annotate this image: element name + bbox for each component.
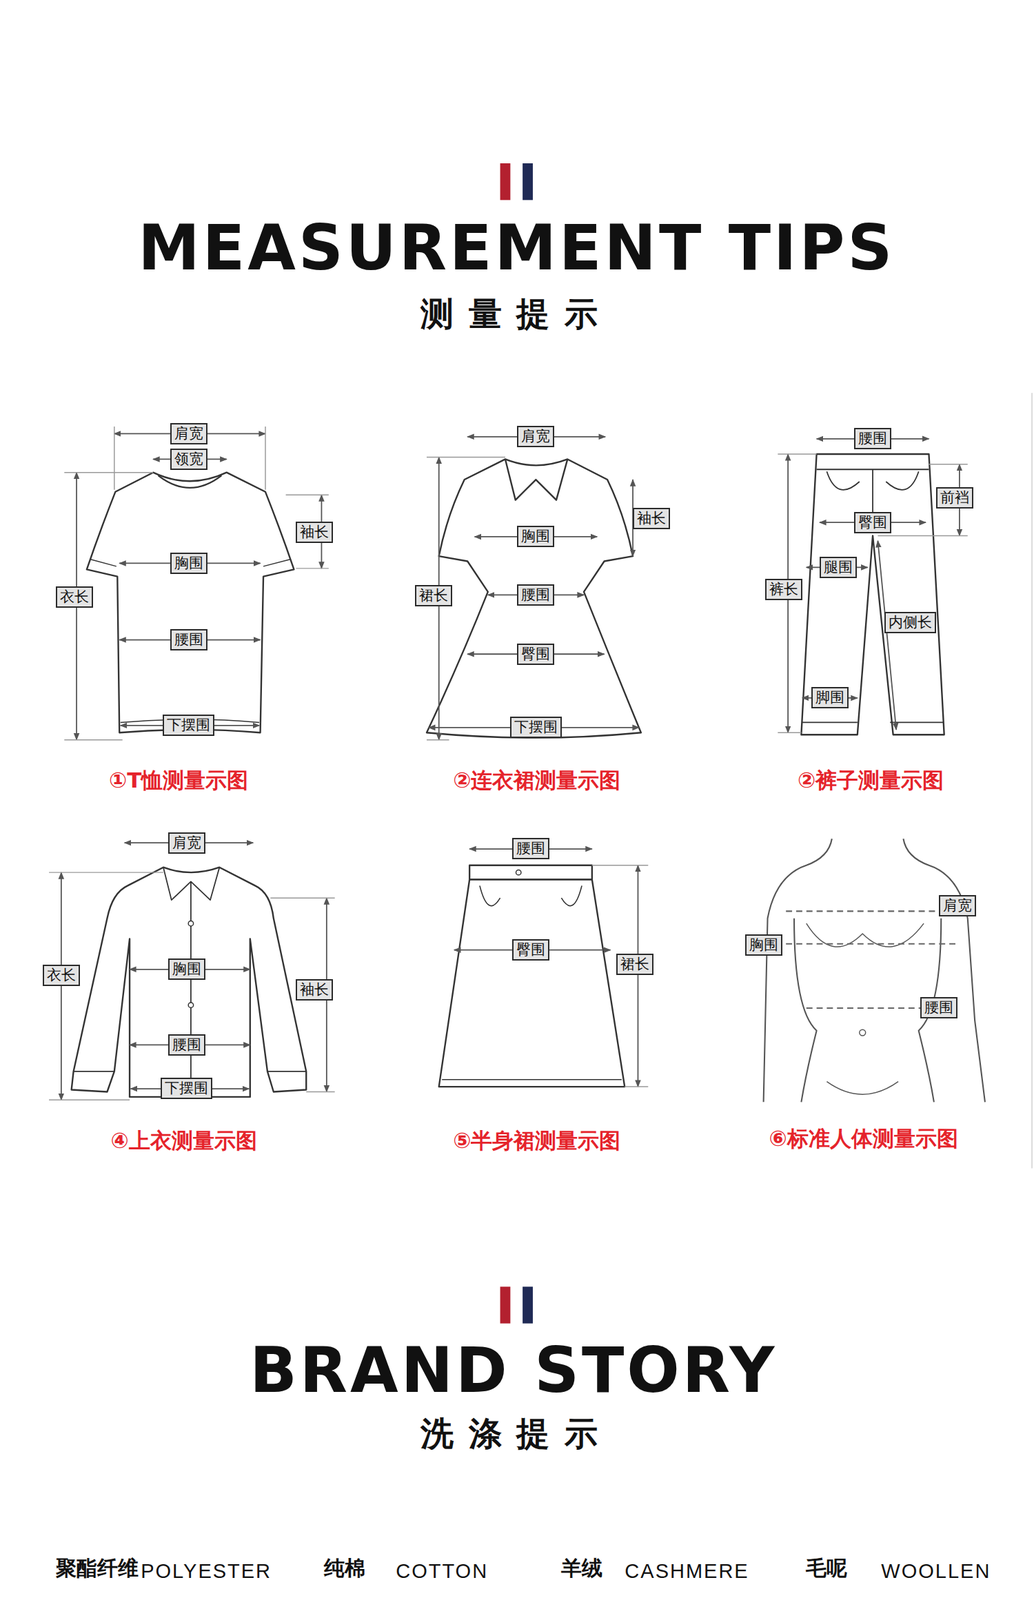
tag-text: 胸围: [521, 528, 551, 545]
measure-tag: 衣长: [42, 965, 80, 987]
measure-tag: 臀围: [854, 512, 892, 534]
tag-text: 袖长: [299, 523, 329, 541]
measure-tag: 裤长: [765, 579, 803, 601]
measure-tag: 腰围: [512, 838, 550, 860]
tag-text: 肩宽: [943, 897, 972, 915]
measure-tag: 袖长: [295, 521, 333, 544]
measure-tag: 腰围: [168, 1034, 206, 1057]
figure-caption: ④上衣测量示图: [110, 1128, 257, 1154]
tag-text: 裤长: [769, 581, 799, 598]
tag-text: 肩宽: [174, 425, 204, 442]
fabric-label: 毛呢: [805, 1556, 848, 1582]
measure-tag: 裙长: [616, 954, 654, 976]
tag-text: 腰围: [521, 586, 551, 604]
tag-text: 袖长: [636, 510, 666, 527]
tag-text: 裙长: [419, 587, 449, 604]
tag-text: 脚围: [815, 689, 845, 706]
tag-text: 腰围: [924, 999, 954, 1017]
tag-text: 肩宽: [172, 834, 202, 852]
tag-text: 裙长: [620, 956, 650, 973]
tag-text: 肩宽: [521, 428, 551, 445]
section-heading: BRAND STORY: [249, 1336, 777, 1405]
figure-caption: ②裤子测量示图: [797, 767, 944, 794]
measure-tag: 腰围: [854, 428, 892, 450]
tag-text: 衣长: [59, 588, 89, 606]
measure-tag: 腰围: [920, 997, 958, 1019]
tag-text: 腰围: [516, 840, 546, 857]
fabric-label: CASHMERE: [624, 1559, 749, 1585]
measure-tag: 胸围: [745, 934, 783, 957]
fabric-label: POLYESTER: [140, 1559, 272, 1585]
fabric-label: 聚酯纤维: [55, 1556, 139, 1582]
measure-tag: 胸围: [517, 525, 555, 548]
figure-caption: ②连衣裙测量示图: [452, 767, 621, 794]
flag-bar: [500, 1286, 511, 1324]
tag-text: 胸围: [174, 554, 204, 572]
tag-text: 臀围: [858, 514, 888, 531]
page-title: MEASUREMENT TIPS: [137, 213, 895, 282]
tag-text: 臀围: [516, 941, 546, 959]
measure-tag: 肩宽: [938, 895, 977, 917]
tag-text: 下摆围: [514, 718, 558, 736]
fabric-label: 羊绒: [561, 1556, 603, 1582]
measure-tag: 臀围: [517, 643, 555, 666]
section-heading: 测量提示: [420, 294, 613, 335]
measure-tag: 胸围: [168, 958, 206, 981]
measure-tag: 内侧长: [884, 612, 937, 634]
tag-text: 前裆: [940, 489, 970, 506]
tag-text: 领宽: [174, 450, 204, 468]
measure-tag: 领宽: [170, 448, 208, 471]
figure-caption: ⑤半身裙测量示图: [452, 1128, 621, 1154]
measure-tag: 袖长: [295, 979, 333, 1001]
figure-caption: ①T恤测量示图: [108, 767, 249, 794]
tag-text: 内侧长: [888, 614, 932, 631]
measure-tag: 胸围: [170, 552, 208, 575]
measure-tag: 臀围: [512, 939, 550, 961]
tag-text: 胸围: [172, 960, 202, 978]
measure-tag: 下摆围: [510, 716, 562, 739]
flag-bar: [500, 163, 511, 200]
measure-tag: 腰围: [517, 584, 555, 606]
flag-bar: [522, 1286, 533, 1324]
measure-tag: 下摆围: [162, 714, 215, 737]
tag-text: 腰围: [172, 1036, 202, 1054]
flag-bar: [522, 163, 533, 200]
tag-text: 胸围: [749, 936, 779, 954]
fabric-label: WOOLLEN: [880, 1559, 991, 1585]
section-heading: 洗涤提示: [420, 1414, 613, 1455]
garment-outline: [71, 454, 986, 1103]
tag-text: 衣长: [46, 967, 76, 984]
measure-tag: 腰围: [170, 629, 208, 651]
measure-tag: 袖长: [632, 508, 671, 530]
tag-text: 腿围: [823, 559, 853, 576]
dimension-line: [61, 433, 960, 1101]
fabric-label: COTTON: [395, 1559, 489, 1585]
measure-tag: 肩宽: [168, 832, 206, 855]
measure-tag: 裙长: [414, 585, 453, 607]
measure-tag: 衣长: [55, 586, 94, 608]
figure-caption: ⑥标准人体测量示图: [769, 1126, 959, 1152]
measure-tag: 腿围: [819, 556, 857, 579]
fabric-label: 纯棉: [323, 1556, 366, 1582]
tag-text: 下摆围: [164, 1080, 209, 1097]
measure-tag: 肩宽: [517, 426, 555, 448]
tag-text: 下摆围: [166, 716, 211, 734]
tag-text: 腰围: [174, 631, 204, 648]
measure-tag: 下摆围: [160, 1078, 213, 1100]
tag-text: 臀围: [521, 645, 551, 663]
measure-tag: 脚围: [811, 687, 849, 709]
tag-text: 腰围: [858, 430, 888, 447]
tag-text: 袖长: [299, 981, 329, 999]
measure-tag: 前裆: [936, 487, 974, 509]
measure-tag: 肩宽: [170, 423, 208, 445]
